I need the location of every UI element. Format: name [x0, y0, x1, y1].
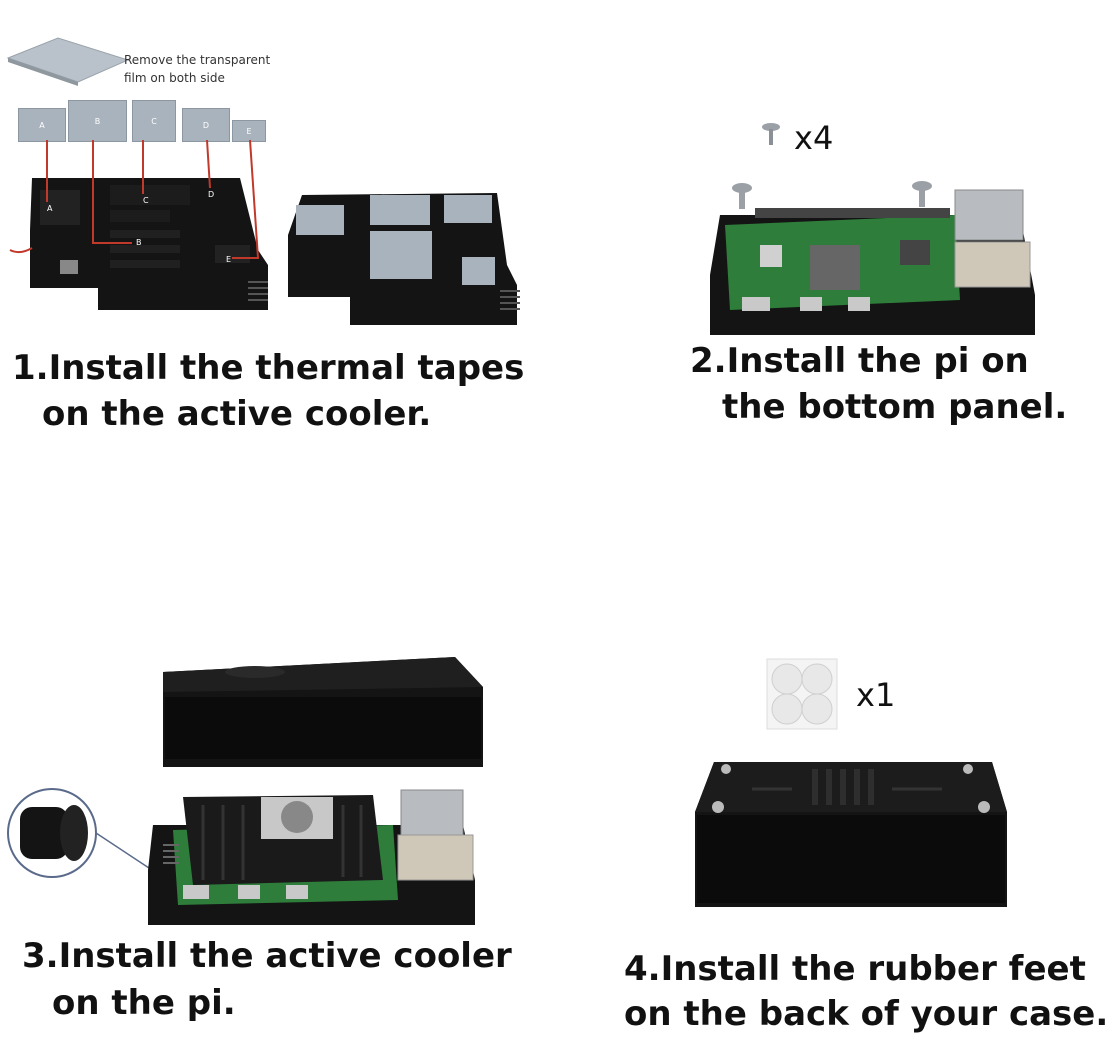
case-back-view: [695, 762, 1007, 907]
step-2-caption-line-1: 2.Install the pi on: [690, 341, 1029, 381]
pad-callout-lines: [46, 139, 260, 259]
active-cooler-with-pads: [288, 193, 520, 325]
thermal-pad-e: E: [232, 120, 266, 142]
cooler-label-a: A: [47, 204, 53, 213]
step-1-caption-line-2: on the active cooler.: [42, 394, 432, 434]
cooler-label-c: C: [143, 196, 149, 205]
step-1-caption-line-1: 1.Install the thermal tapes: [12, 348, 525, 388]
case-top-cover: [163, 657, 483, 767]
step-3-caption-line-1: 3.Install the active cooler: [22, 936, 512, 976]
step-2-caption-line-2: the bottom panel.: [722, 387, 1068, 427]
step-3-caption-line-2: on the pi.: [52, 983, 236, 1023]
thermal-film-sheet: [6, 37, 130, 86]
cooler-label-e: E: [226, 255, 232, 264]
rubber-cap-detail: [7, 788, 153, 878]
thermal-pad-a: A: [18, 108, 66, 142]
step-4-caption-line-2: on the back of your case.: [624, 994, 1108, 1034]
screw-icon: [762, 123, 780, 145]
film-note-line-2: film on both side: [124, 71, 225, 85]
pi-with-active-cooler: [148, 789, 475, 925]
thermal-pad-d: D: [182, 108, 230, 142]
cooler-label-b: B: [136, 238, 142, 247]
cooler-label-d: D: [208, 190, 215, 199]
thermal-pad-b: B: [68, 100, 127, 142]
feet-quantity: x1: [856, 676, 896, 714]
pi-on-bottom-panel: [710, 181, 1035, 335]
film-note-line-1: Remove the transparent: [124, 53, 271, 67]
thermal-pad-c: C: [132, 100, 176, 142]
rubber-feet-sheet-icon: [766, 658, 838, 730]
step-4-caption-line-1: 4.Install the rubber feet: [624, 949, 1086, 989]
screw-quantity: x4: [794, 119, 834, 157]
